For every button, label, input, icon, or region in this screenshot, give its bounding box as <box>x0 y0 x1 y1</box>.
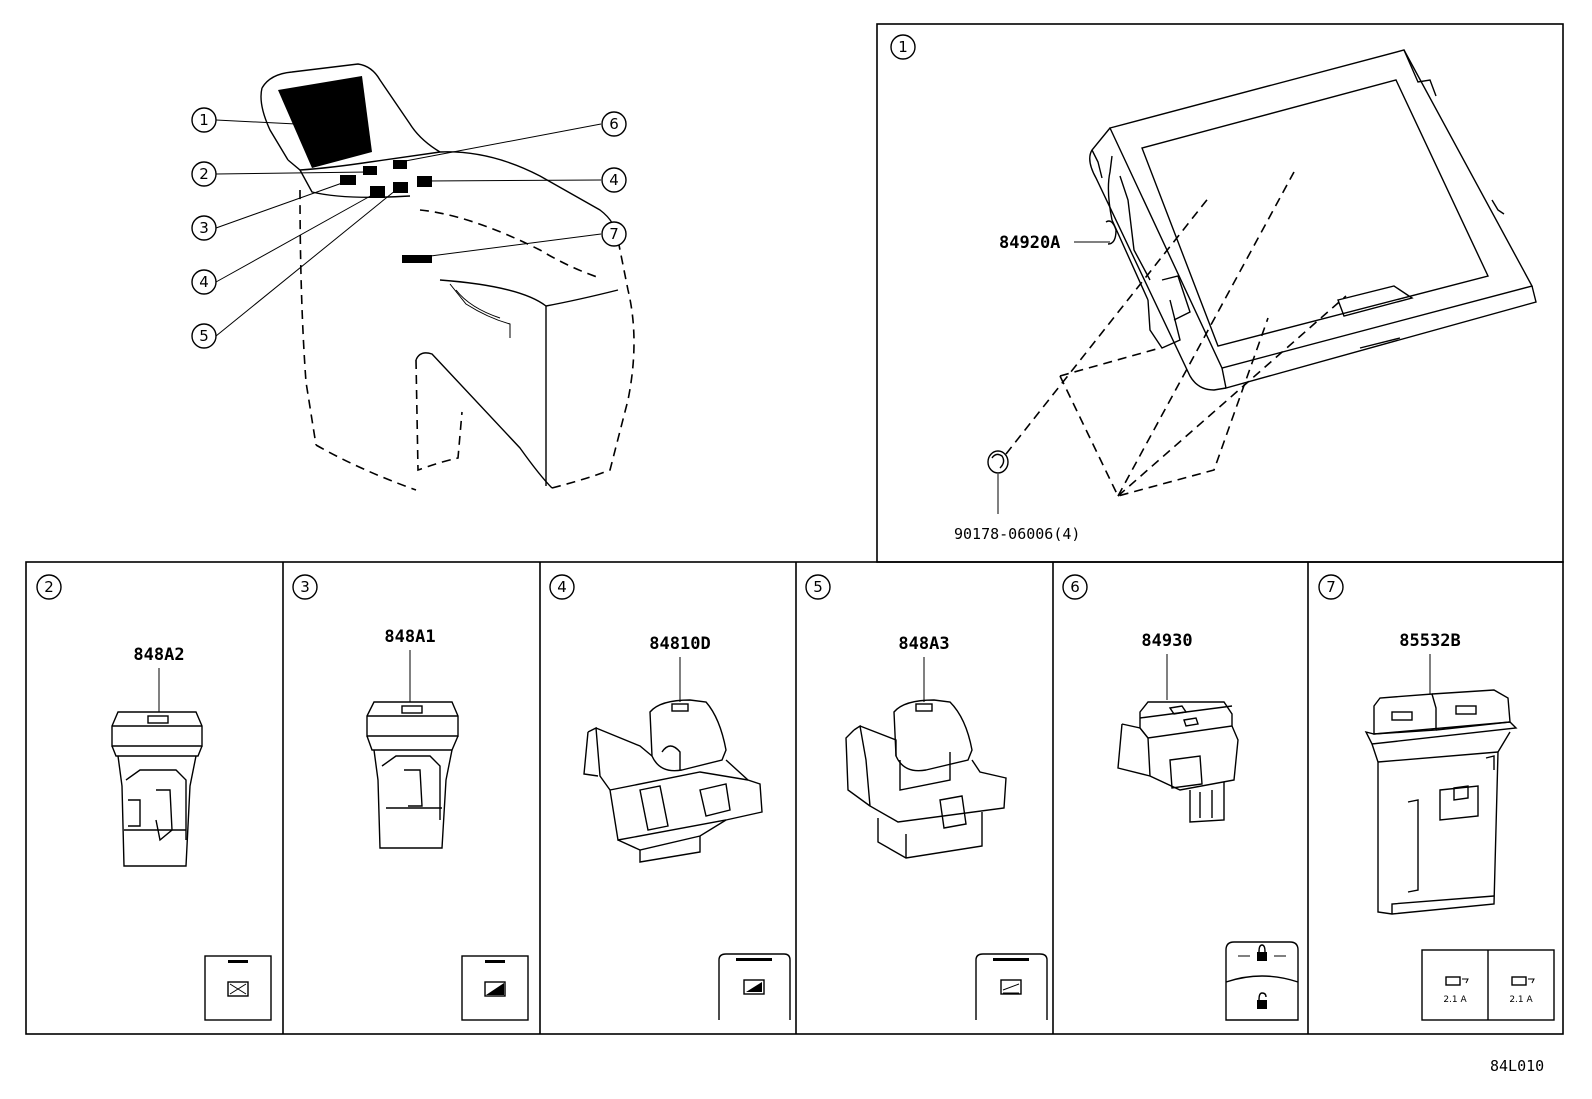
icon-box-84810D <box>718 953 791 1020</box>
switch-84930 <box>1117 654 1239 823</box>
svg-text:5: 5 <box>813 578 823 596</box>
detail-1-frame <box>876 23 1564 563</box>
part-848A2: 848A2 <box>133 645 184 665</box>
svg-text:3: 3 <box>199 219 209 237</box>
svg-text:4: 4 <box>609 171 619 189</box>
part-84920A: 84920A <box>999 233 1060 253</box>
part-90178-06006: 90178-06006(4) <box>954 525 1080 543</box>
switch-2-mark <box>363 166 377 175</box>
usb-7-mark <box>402 255 432 263</box>
svg-text:6: 6 <box>609 115 619 133</box>
part-848A3: 848A3 <box>898 634 949 654</box>
panel-5-callout: 5 <box>805 574 831 600</box>
callout-3: 3 <box>191 215 217 241</box>
display-screen-mark <box>278 76 372 168</box>
svg-text:1: 1 <box>199 111 209 129</box>
switch-6-mark <box>393 160 407 169</box>
part-84930: 84930 <box>1141 631 1192 651</box>
svg-text:1: 1 <box>898 38 908 56</box>
usb-charger-85532B <box>1364 654 1518 915</box>
switch-3-mark <box>340 175 356 185</box>
svg-text:2: 2 <box>44 578 54 596</box>
icon-box-85532B: 2.1 A 2.1 A <box>1421 949 1555 1021</box>
console-overview <box>215 63 635 491</box>
part-85532B: 85532B <box>1399 631 1460 651</box>
svg-text:4: 4 <box>557 578 567 596</box>
callout-1: 1 <box>191 107 217 133</box>
switch-84810D <box>583 657 763 863</box>
svg-text:2: 2 <box>199 165 209 183</box>
svg-text:5: 5 <box>199 327 209 345</box>
panel-3-callout: 3 <box>292 574 318 600</box>
callout-5: 5 <box>191 323 217 349</box>
diagram-code: 84L010 <box>1490 1057 1544 1075</box>
icon-box-84930 <box>1225 941 1299 1021</box>
screw-90178 <box>987 450 1009 474</box>
panel-7-callout: 7 <box>1318 574 1344 600</box>
svg-text:3: 3 <box>300 578 310 596</box>
switch-848A3 <box>845 657 1007 859</box>
callout-2: 2 <box>191 161 217 187</box>
detail-1-callout: 1 <box>890 34 916 60</box>
callout-4-right: 4 <box>601 167 627 193</box>
svg-text:7: 7 <box>1326 578 1336 596</box>
display-unit-84920A <box>1089 49 1537 391</box>
panel-4-callout: 4 <box>549 574 575 600</box>
part-84810D: 84810D <box>649 634 710 654</box>
icon-box-848A3 <box>975 953 1048 1020</box>
svg-text:7: 7 <box>609 225 619 243</box>
callout-7: 7 <box>601 221 627 247</box>
callout-4-left: 4 <box>191 269 217 295</box>
switch-848A2 <box>111 668 203 867</box>
switch-848A1 <box>366 650 459 849</box>
icon-box-848A2 <box>204 955 272 1021</box>
switch-panels-frame <box>25 561 1564 1035</box>
switch-4b-mark <box>417 176 432 187</box>
switch-5-mark <box>393 182 408 193</box>
callout-6: 6 <box>601 111 627 137</box>
svg-text:6: 6 <box>1070 578 1080 596</box>
panel-2-callout: 2 <box>36 574 62 600</box>
usb-label-left: 2.1 A <box>1443 995 1467 1005</box>
icon-box-848A1 <box>461 955 529 1021</box>
usb-label-right: 2.1 A <box>1509 995 1533 1005</box>
part-848A1: 848A1 <box>384 627 435 647</box>
panel-6-callout: 6 <box>1062 574 1088 600</box>
switch-4a-mark <box>370 186 385 198</box>
svg-text:4: 4 <box>199 273 209 291</box>
